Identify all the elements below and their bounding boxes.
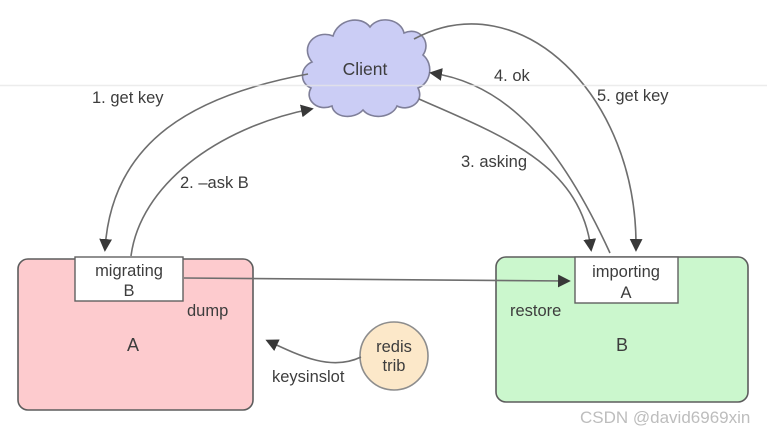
restore-label: restore	[510, 302, 561, 320]
node-a-label: A	[127, 335, 139, 355]
arrow-step4-b-to-client	[429, 68, 611, 254]
client-cloud	[301, 19, 431, 118]
arrow-step1-client-to-a	[99, 73, 309, 252]
arrow-step2-a-to-client	[130, 104, 314, 257]
importing-flag-line2: A	[620, 284, 631, 302]
redis-trib-circle	[359, 321, 429, 391]
arrow-step3-client-to-b	[418, 98, 597, 252]
node-b-label: B	[616, 335, 628, 355]
migrating-flag-line2: B	[123, 282, 134, 300]
migrating-flag-box	[74, 256, 184, 302]
step4-label: 4. ok	[494, 67, 531, 85]
arrow-keysinslot	[265, 339, 362, 364]
step1-label: 1. get key	[92, 89, 164, 107]
keysinslot-label: keysinslot	[272, 368, 345, 386]
migrating-flag-line1: migrating	[95, 262, 163, 280]
redis-trib-line2: trib	[383, 357, 406, 375]
redis-trib-line1: redis	[376, 338, 412, 356]
importing-flag-line1: importing	[592, 263, 660, 281]
step3-label: 3. asking	[461, 153, 527, 171]
step2-label: 2. –ask B	[180, 174, 249, 192]
arrow-step5-client-to-b	[413, 23, 643, 252]
dump-label: dump	[187, 302, 228, 320]
watermark: CSDN @david6969xin	[580, 408, 750, 427]
step5-label: 5. get key	[597, 87, 669, 105]
arrow-dump-restore	[183, 274, 571, 288]
client-label: Client	[343, 59, 388, 79]
importing-flag-box	[574, 256, 679, 304]
